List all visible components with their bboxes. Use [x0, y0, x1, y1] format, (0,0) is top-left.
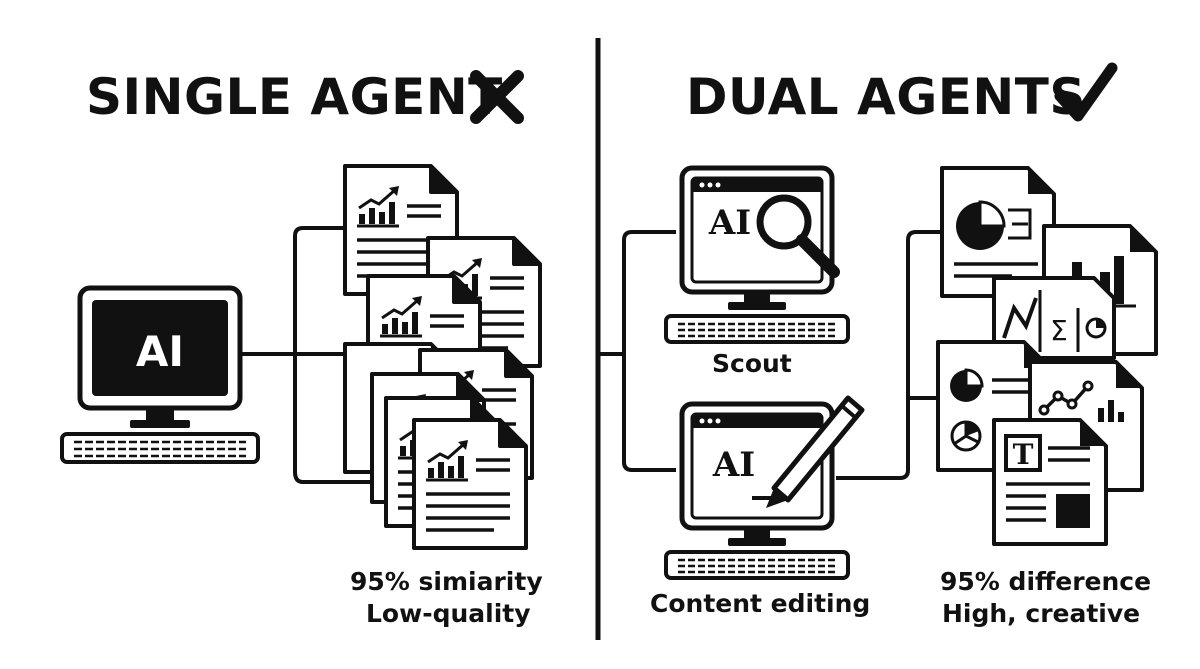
doc-barchart: [1042, 224, 1158, 356]
right-caption-quality: High, creative: [942, 599, 1141, 628]
left-documents: [343, 164, 542, 550]
magnifier-icon: [756, 194, 840, 278]
right-documents: Σ: [936, 166, 1158, 546]
doc-text: T: [992, 418, 1108, 546]
right-title: DUAL AGENTS: [686, 68, 1086, 126]
left-connectors: [240, 226, 385, 484]
doc-text-glyph: T: [1013, 438, 1034, 471]
doc-sigma-glyph: Σ: [1050, 314, 1068, 347]
doc-linechart: [1028, 360, 1144, 492]
single-agent-computer: AI: [62, 288, 258, 462]
left-title: SINGLE AGENT: [86, 68, 503, 126]
right-input-connectors: [600, 230, 676, 472]
right-caption-difference: 95% difference: [940, 567, 1152, 596]
doc-pie-small: [936, 340, 1052, 472]
scout-computer: AI: [666, 168, 848, 342]
doc-pie: [940, 166, 1056, 298]
left-caption-similarity: 95% simiarity: [350, 567, 543, 596]
doc-analytics: Σ: [992, 276, 1116, 360]
editor-ai-label: AI: [712, 445, 755, 485]
content-editing-label: Content editing: [650, 589, 871, 618]
scout-ai-label: AI: [708, 203, 751, 243]
pencil-icon: [752, 395, 865, 508]
left-caption-quality: Low-quality: [366, 599, 531, 628]
right-output-connectors: [836, 230, 940, 480]
editor-computer: AI: [666, 395, 865, 578]
single-agent-ai-label: AI: [136, 327, 184, 376]
scout-label: Scout: [712, 349, 792, 378]
